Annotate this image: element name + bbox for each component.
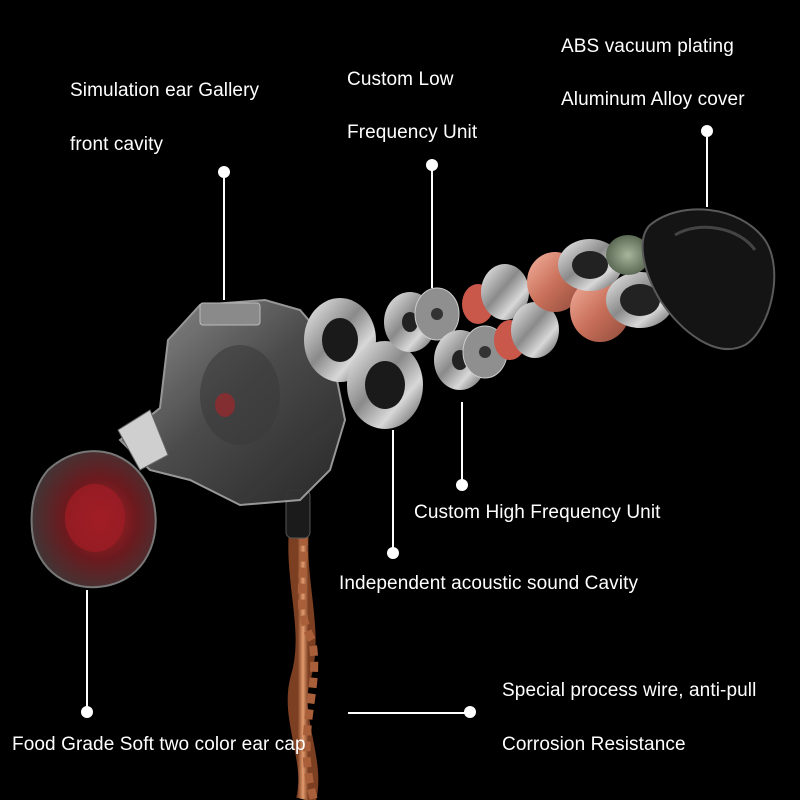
gallery-leader-line [223, 178, 225, 300]
label-wire-line1: Special process wire, anti-pull [502, 680, 757, 701]
cavity-leader-line [392, 430, 394, 552]
label-low-freq-line1: Custom Low [347, 69, 454, 90]
label-abs-line2: Aluminum Alloy cover [561, 89, 745, 110]
label-high-freq: Custom High Frequency Unit [414, 502, 661, 523]
earcap-leader-dot [81, 706, 93, 718]
acoustic-cavity-rings [304, 298, 423, 429]
label-wire-line2: Corrosion Resistance [502, 734, 686, 755]
wire-leader-dot [464, 706, 476, 718]
driver-units [384, 264, 559, 390]
label-abs-line1: ABS vacuum plating [561, 36, 734, 57]
earphone-shell [117, 298, 347, 507]
high-freq-leader-line [461, 402, 463, 482]
back-rings [527, 235, 708, 342]
cable [285, 489, 319, 800]
earcap-leader-line [86, 590, 88, 712]
gallery-leader-dot [218, 166, 230, 178]
ear-tip [30, 450, 157, 589]
label-gallery-line2: front cavity [70, 134, 164, 155]
label-ear-cap: Food Grade Soft two color ear cap [12, 734, 306, 755]
label-acoustic-cavity: Independent acoustic sound Cavity [339, 573, 639, 594]
label-low-freq-line2: Frequency Unit [347, 122, 478, 143]
cover-leader-dot [701, 125, 713, 137]
aluminum-alloy-cover [641, 208, 776, 350]
cover-leader-line [706, 137, 708, 207]
label-gallery-line1: Simulation ear Gallery [70, 80, 260, 101]
wire-leader-line [348, 712, 470, 714]
cavity-leader-dot [387, 547, 399, 559]
low-freq-leader-dot [426, 159, 438, 171]
low-freq-leader-line [431, 170, 433, 288]
high-freq-leader-dot [456, 479, 468, 491]
